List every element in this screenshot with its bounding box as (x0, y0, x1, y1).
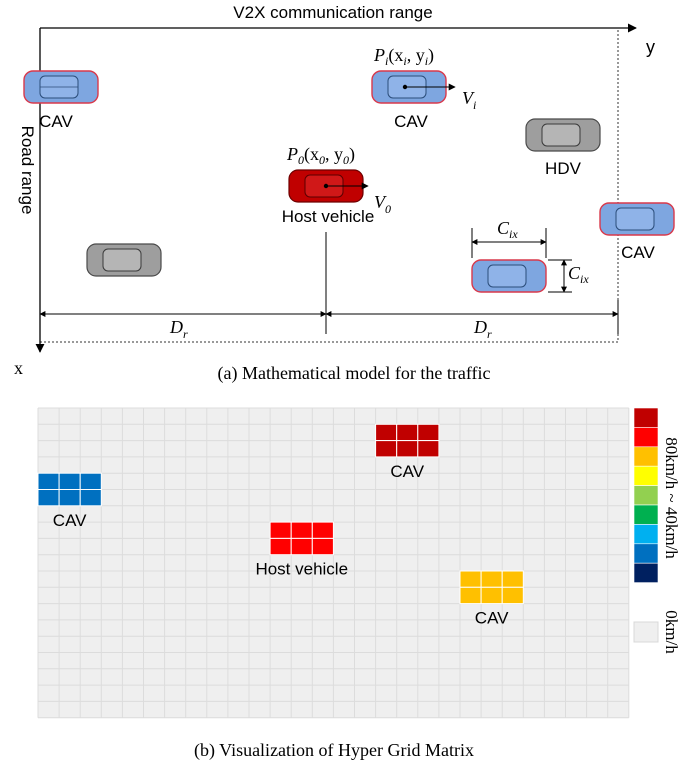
pi-label: Pi(xi, yi) (373, 45, 434, 68)
p0-label: P0(x0, y0) (286, 144, 355, 167)
panel-a: V2X communication range y x Road range C… (14, 3, 675, 384)
vehicle-cell (37, 489, 60, 507)
hyper-grid-matrix (37, 407, 630, 719)
host-vehicle-label: Host vehicle (282, 207, 375, 226)
cix-height-label: Cix (568, 263, 589, 286)
legend-swatch (633, 427, 659, 448)
vehicle-cell (269, 521, 292, 539)
vehicle-cell (269, 537, 292, 556)
cav-car-3 (599, 202, 675, 236)
vehicle-cell (37, 472, 60, 491)
vehicle-cell (417, 423, 440, 442)
vehicle-cell (375, 423, 398, 442)
vehicle-cell (459, 586, 482, 605)
vehicle-cell (290, 537, 313, 556)
cix-width-dimension (471, 228, 547, 258)
legend-swatch (633, 562, 659, 583)
cav-label-3: CAV (621, 243, 655, 262)
vehicle-cell (396, 423, 419, 442)
vehicle-cell (480, 586, 503, 605)
cav-car-4 (471, 259, 547, 293)
speed-legend (633, 407, 659, 643)
y-axis-label: y (646, 37, 655, 57)
vehicle-cell (79, 472, 102, 491)
vi-label: Vi (462, 88, 476, 112)
legend-zero-swatch (633, 621, 659, 643)
legend-swatch (633, 485, 659, 506)
cix-height-dimension (548, 259, 572, 293)
vehicle-cell (480, 570, 503, 588)
vehicle-cell (501, 570, 524, 588)
cix-width-label: Cix (497, 218, 518, 241)
hdv-car-2 (86, 243, 162, 277)
dr-right-label: Dr (473, 317, 492, 341)
grid-block-label: Host vehicle (255, 560, 348, 579)
legend-swatch (633, 446, 659, 467)
vehicle-cell (290, 521, 313, 539)
vehicle-cell (501, 586, 524, 605)
legend-swatch (633, 407, 659, 428)
legend-swatch (633, 504, 659, 525)
vehicle-cell (58, 489, 81, 507)
hdv-label: HDV (545, 159, 582, 178)
vehicle-cell (417, 440, 440, 458)
v0-label: V0 (374, 192, 391, 216)
vehicle-cell (396, 440, 419, 458)
caption-b: (b) Visualization of Hyper Grid Matrix (194, 740, 474, 761)
cav-label-1: CAV (39, 112, 73, 131)
grid-block-label: CAV (390, 462, 424, 481)
vehicle-cell (58, 472, 81, 491)
v2x-range-label: V2X communication range (233, 3, 432, 22)
legend-swatch (633, 543, 659, 564)
vehicle-cell (459, 570, 482, 588)
cav-car-1 (23, 70, 99, 104)
hdv-car-1 (525, 118, 601, 152)
vehicle-cell (311, 537, 334, 556)
road-range-label: Road range (18, 126, 37, 215)
cav-label-2: CAV (394, 112, 428, 131)
x-axis-label: x (14, 358, 23, 378)
legend-zero-label: 0km/h (662, 610, 681, 654)
grid-block-label: CAV (53, 511, 87, 530)
legend-swatch (633, 465, 659, 486)
dr-left-label: Dr (169, 317, 188, 341)
caption-a: (a) Mathematical model for the traffic (217, 363, 490, 384)
vehicle-cell (79, 489, 102, 507)
grid-block-label: CAV (475, 609, 509, 628)
legend-range-label: 80km/h ~ 40km/h (662, 437, 681, 559)
legend-swatch (633, 524, 659, 545)
vehicle-cell (375, 440, 398, 458)
vehicle-cell (311, 521, 334, 539)
